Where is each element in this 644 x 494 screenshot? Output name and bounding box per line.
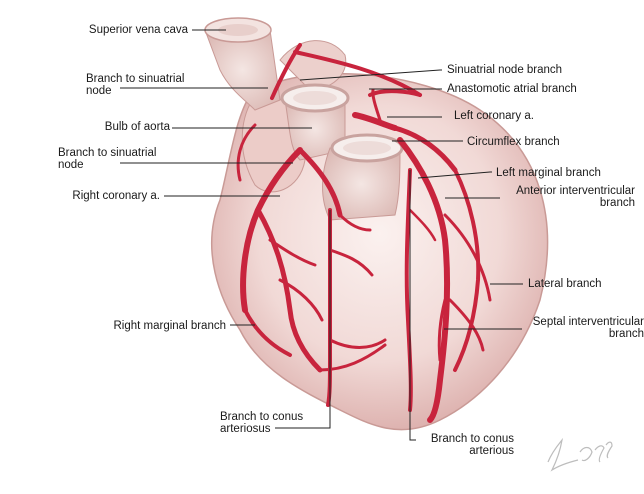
label-lateral-branch: Lateral branch (528, 278, 602, 290)
label-right-coronary: Right coronary a. (50, 190, 160, 202)
label-septal-interventricular: Septal interventricular branch (510, 316, 644, 340)
label-anterior-interventricular: Anterior interventricular branch (490, 185, 635, 209)
label-right-marginal: Right marginal branch (90, 320, 226, 332)
label-branch-conus-arteriosus: Branch to conus arteriosus (220, 411, 303, 435)
label-branch-conus-arterious: Branch to conus arterious (416, 433, 514, 457)
artist-signature (548, 440, 612, 470)
label-left-coronary: Left coronary a. (454, 110, 534, 122)
label-branch-sinuatrial-lower: Branch to sinuatrial node (58, 147, 156, 171)
label-left-marginal: Left marginal branch (496, 167, 601, 179)
label-superior-vena-cava: Superior vena cava (62, 24, 188, 36)
label-anastomotic-atrial: Anastomotic atrial branch (447, 83, 577, 95)
label-bulb-of-aorta: Bulb of aorta (70, 121, 170, 133)
label-sinuatrial-node-branch: Sinuatrial node branch (447, 64, 562, 76)
label-circumflex: Circumflex branch (467, 136, 560, 148)
label-branch-sinuatrial-upper: Branch to sinuatrial node (86, 73, 184, 97)
